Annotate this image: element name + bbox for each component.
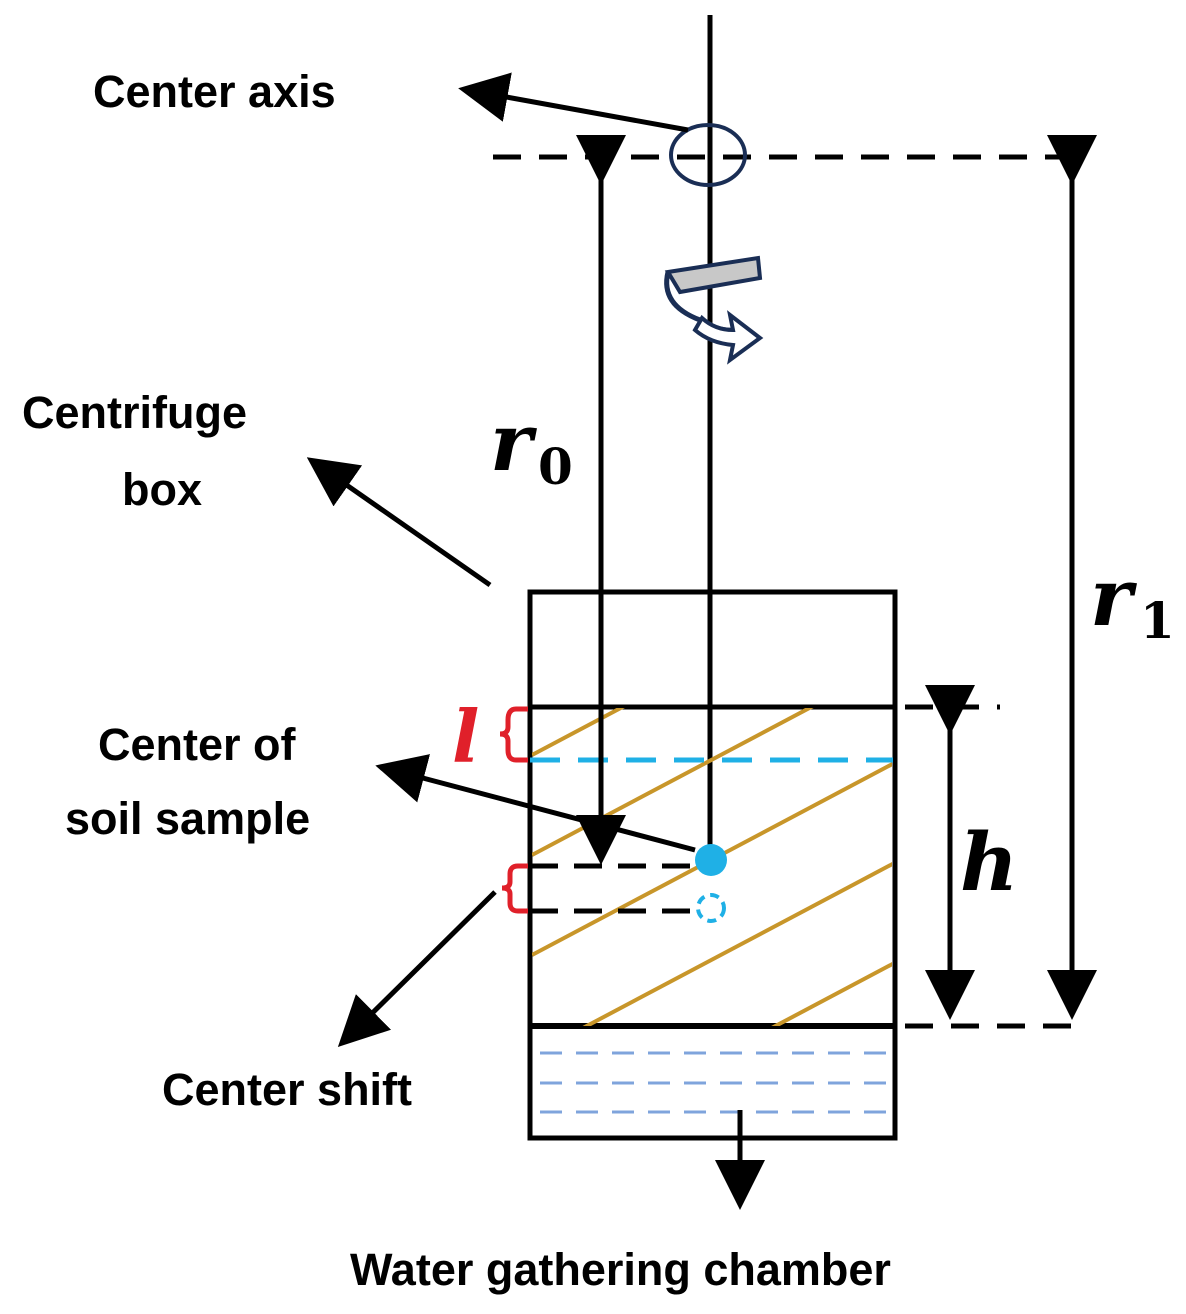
centrifuge-box-leader xyxy=(306,457,492,588)
r0-subscript: 0 xyxy=(538,437,573,496)
centrifuge-box-label-line2: box xyxy=(122,464,202,515)
center-axis-label: Center axis xyxy=(93,66,336,117)
center-shift-label: Center shift xyxy=(162,1064,412,1115)
axis-ellipse xyxy=(669,123,747,187)
center-axis-leader xyxy=(458,72,689,133)
soil-hatching xyxy=(532,708,892,1026)
soil-center-dot xyxy=(695,844,727,876)
shifted-center-dot xyxy=(696,893,726,923)
h-symbol: h xyxy=(960,815,1018,909)
l-bracket xyxy=(499,706,528,763)
water-chamber-label: Water gathering chamber xyxy=(350,1244,891,1295)
centrifuge-box-label-line1: Centrifuge xyxy=(22,387,247,438)
l-symbol: l xyxy=(452,694,479,779)
center-of-soil-label-line1: Center of xyxy=(98,719,297,770)
shift-bracket xyxy=(501,863,528,914)
center-of-soil-label-line2: soil sample xyxy=(65,793,310,844)
r1-symbol: r xyxy=(1090,550,1137,644)
soil-center-leader xyxy=(375,754,696,853)
center-shift-leader xyxy=(337,890,497,1048)
r0-symbol: r xyxy=(490,395,537,489)
r1-subscript: 1 xyxy=(1140,591,1175,650)
rotation-arrow-icon xyxy=(664,255,764,365)
water-dashes xyxy=(540,1051,888,1114)
